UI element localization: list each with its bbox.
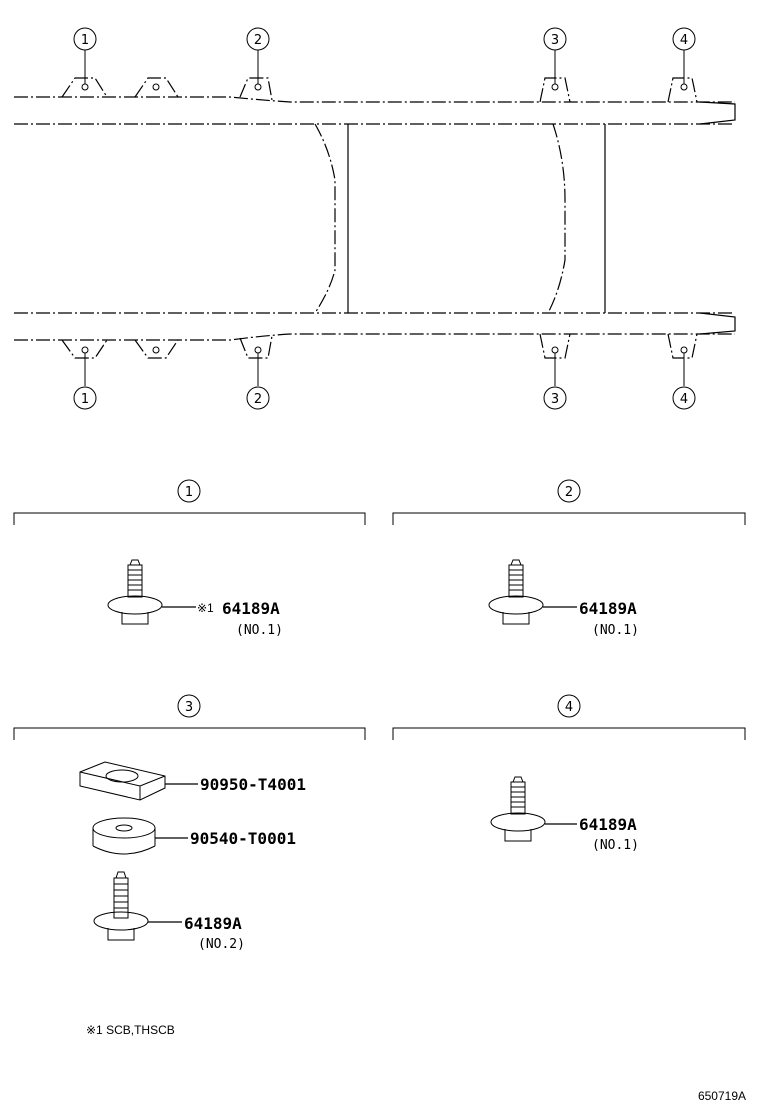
- part-number: 90540-T0001: [190, 829, 296, 848]
- part-qualifier: (NO.2): [198, 937, 245, 952]
- part-number: 90950-T4001: [200, 775, 306, 794]
- section-label: 3: [185, 700, 193, 715]
- top-brackets: [61, 77, 698, 103]
- bolt-icon: [93, 871, 149, 941]
- callout-label: 2: [254, 392, 262, 407]
- footnote: ※1 SCB,THSCB: [86, 1023, 175, 1037]
- callout-top-2: 2: [246, 27, 270, 51]
- section-2: 2 64189A (NO.1): [392, 479, 746, 638]
- section-4: 4 64189A (NO.1): [392, 694, 746, 853]
- section-label: 4: [565, 700, 573, 715]
- plate-washer-icon: [79, 761, 166, 801]
- part-qualifier: (NO.1): [592, 623, 639, 638]
- part-qualifier: (NO.1): [236, 623, 283, 638]
- callout-label: 1: [81, 33, 89, 48]
- section-label: 1: [185, 485, 193, 500]
- callout-top-4: 4: [672, 27, 696, 51]
- part-qualifier: (NO.1): [592, 838, 639, 853]
- cushion-icon: [92, 817, 156, 855]
- bolt-icon: [490, 776, 546, 842]
- section-1: 1 ※1 64189A (NO.1): [13, 479, 366, 638]
- callout-label: 3: [551, 33, 559, 48]
- bolt-icon: [107, 559, 163, 625]
- section-label: 2: [565, 485, 573, 500]
- callout-label: 4: [680, 33, 688, 48]
- callout-bottom-3: 3: [543, 386, 567, 410]
- callout-label: 2: [254, 33, 262, 48]
- callout-label: 3: [551, 392, 559, 407]
- part-number: 64189A: [579, 599, 637, 618]
- reference-code: 650719A: [698, 1089, 746, 1103]
- callout-bottom-4: 4: [672, 386, 696, 410]
- callout-label: 4: [680, 392, 688, 407]
- bottom-brackets: [61, 333, 698, 359]
- callout-top-3: 3: [543, 27, 567, 51]
- chassis-frame: [14, 50, 736, 386]
- callout-top-1: 1: [73, 27, 97, 51]
- callout-bottom-1: 1: [73, 386, 97, 410]
- callout-bottom-2: 2: [246, 386, 270, 410]
- bolt-icon: [488, 559, 544, 625]
- part-number: 64189A: [579, 815, 637, 834]
- callout-label: 1: [81, 392, 89, 407]
- section-3: 3 90950-T4001 90540-T0001 64189A (N: [13, 694, 366, 952]
- part-number: 64189A: [184, 914, 242, 933]
- part-number: 64189A: [222, 599, 280, 618]
- part-prefix: ※1: [197, 601, 214, 615]
